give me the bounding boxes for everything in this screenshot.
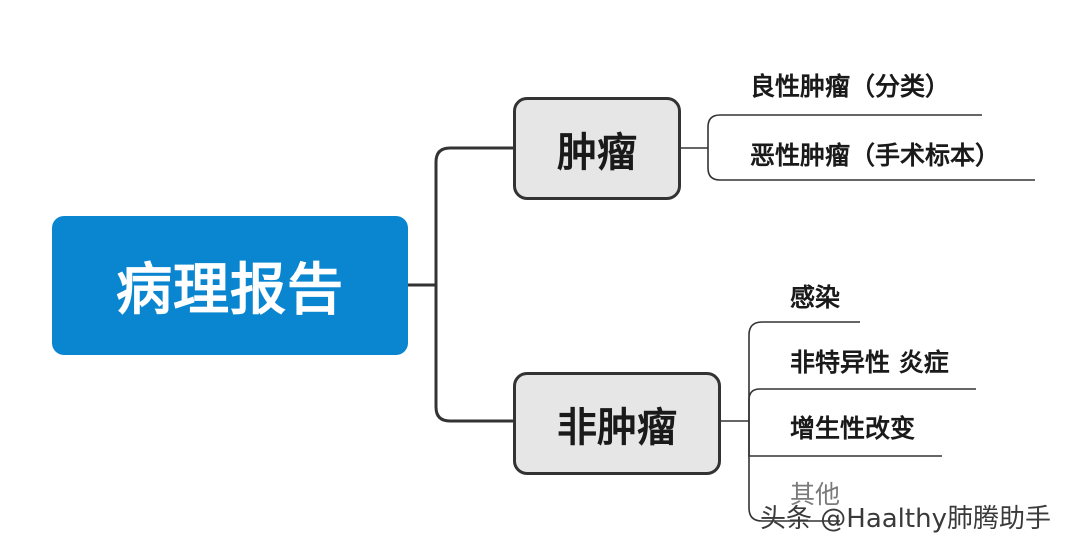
leaf-hyperplastic-change: 增生性改变 [790,414,916,443]
branch-node-tumor: 肿瘤 [513,97,681,200]
connector-infection [748,321,860,421]
connector-to-tumor [434,146,515,287]
branch-node-non-tumor: 非肿瘤 [513,372,721,475]
leaf-infection: 感染 [790,283,841,312]
leaf-nonspecific-inflammation: 非特异性 炎症 [790,348,949,377]
connector-to-nontumor [434,283,515,423]
leaf-other: 其他 [790,480,841,509]
watermark-text: 头条 @Haalthy肺腾助手 [760,504,1051,534]
root-node-pathology-report: 病理报告 [52,216,408,355]
leaf-benign-tumor: 良性肿瘤（分类） [750,72,951,101]
connector-malignant [707,148,1035,181]
connector-other [748,421,840,522]
leaf-malignant-tumor: 恶性肿瘤（手术标本） [750,141,1001,170]
connector-inflammation [748,388,976,421]
connector-benign [707,114,982,148]
